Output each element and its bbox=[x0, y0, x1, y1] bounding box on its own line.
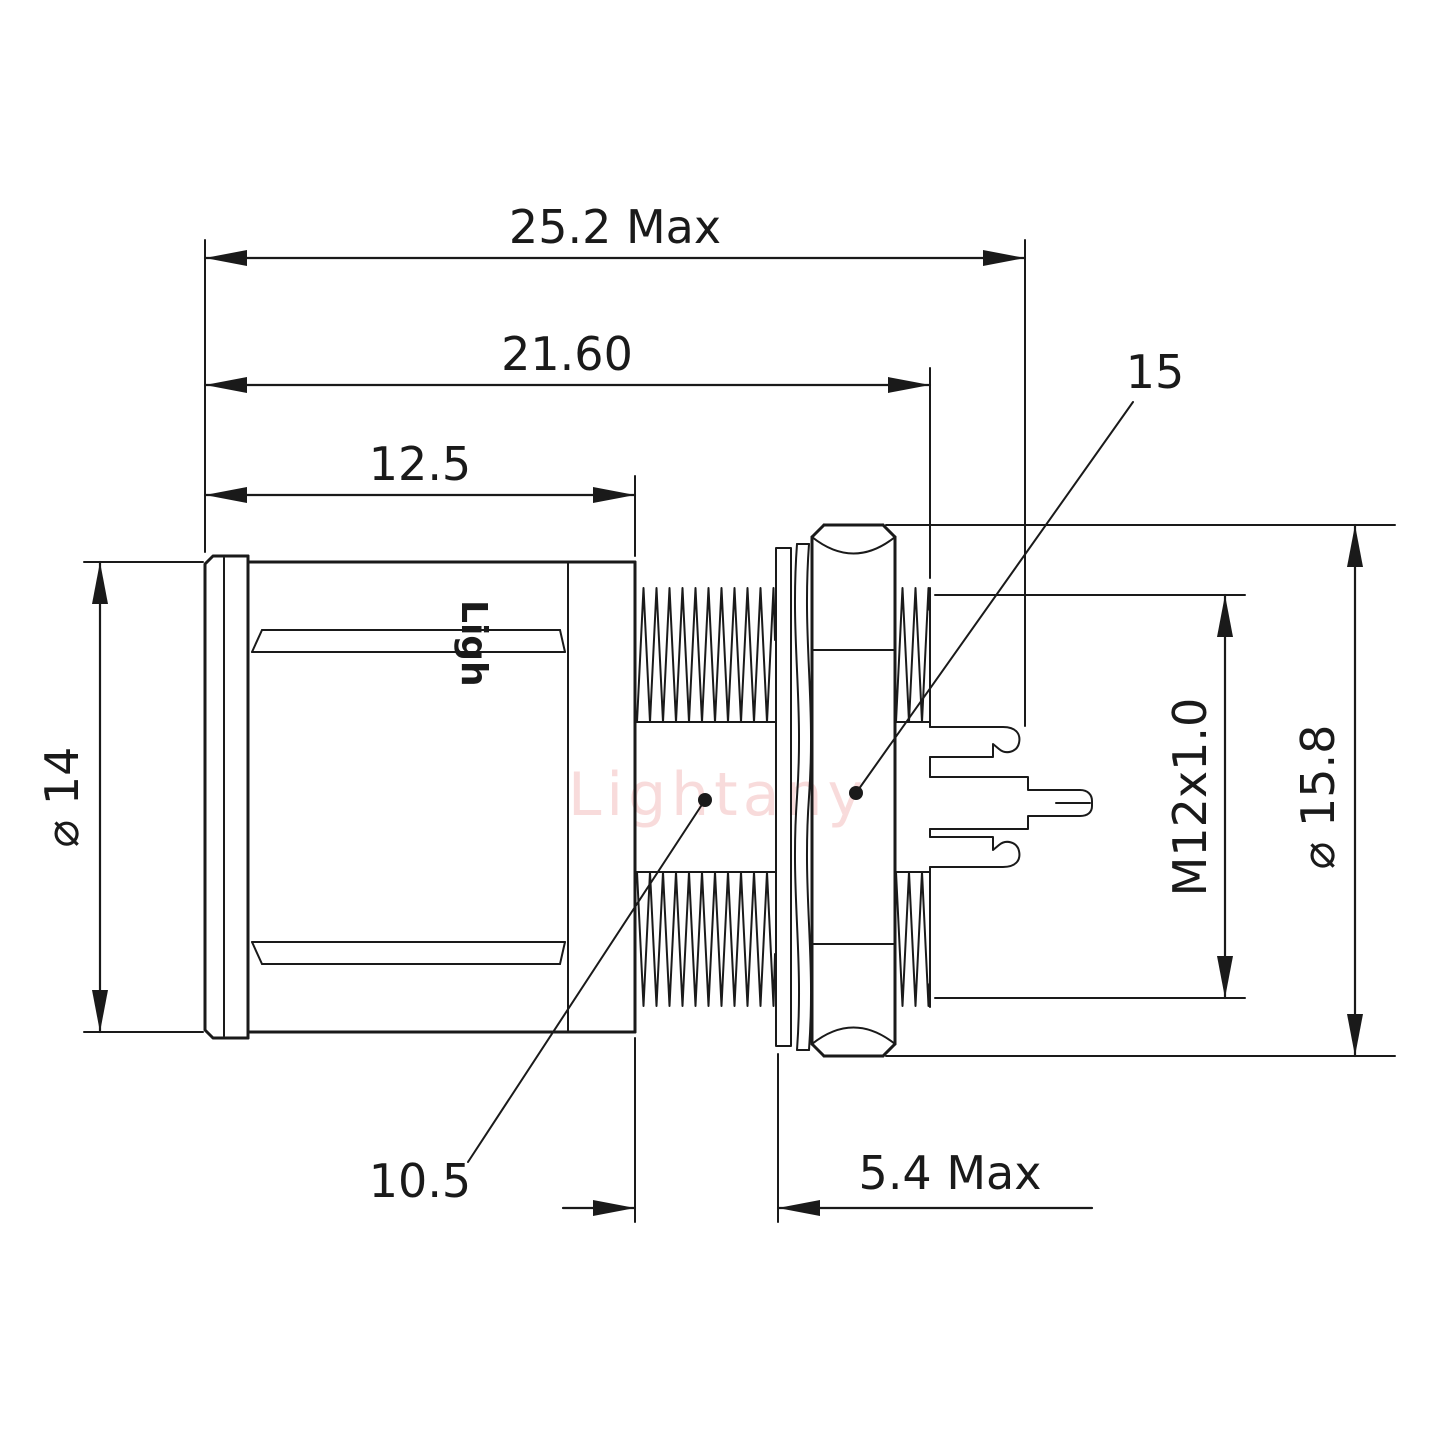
front-flange bbox=[203, 554, 250, 1040]
thread-zigzag-top-right bbox=[895, 587, 931, 723]
dim-overall-length: 25.2 Max bbox=[203, 200, 1027, 727]
dim-front-diameter-label: ⌀ 14 bbox=[35, 747, 89, 848]
dim-front-length: 12.5 bbox=[203, 437, 637, 557]
arrowhead-right bbox=[593, 487, 635, 503]
callout-hex-flats-label: 15 bbox=[1126, 345, 1185, 399]
dim-thread-spec-label: M12x1.0 bbox=[1163, 698, 1217, 897]
ext-lines bbox=[885, 524, 1396, 1057]
thread-zigzag-bottom-left bbox=[636, 871, 776, 1007]
pin-middle bbox=[929, 776, 1093, 830]
arrowhead-top bbox=[92, 562, 108, 604]
flange-face-outline bbox=[203, 554, 250, 1040]
flat-washer bbox=[775, 547, 792, 1047]
arrowhead-top bbox=[1217, 595, 1233, 637]
body-groove-bottom-chamfer-l bbox=[251, 941, 263, 965]
arrowhead-right bbox=[778, 1200, 820, 1216]
dim-overall-length-label: 25.2 Max bbox=[509, 200, 721, 254]
arrowhead-left bbox=[205, 250, 247, 266]
thread-zigzag-bottom-right bbox=[895, 871, 931, 1007]
leader-line bbox=[467, 799, 706, 1163]
solder-pins bbox=[929, 587, 1093, 1008]
dim-rear-diameter-label: ⌀ 15.8 bbox=[1291, 725, 1345, 870]
arrowhead-right bbox=[983, 250, 1025, 266]
dim-body-length-label: 21.60 bbox=[501, 327, 633, 381]
arrowhead-left bbox=[205, 377, 247, 393]
hex-chamfer-arc-top bbox=[811, 536, 896, 555]
ext-lines bbox=[83, 561, 204, 1033]
dim-front-length-label: 12.5 bbox=[369, 437, 471, 491]
mount-thread-left bbox=[636, 587, 776, 1007]
dim-rear-diameter: ⌀ 15.8 bbox=[885, 523, 1396, 1058]
plug-body: Ligh bbox=[246, 560, 637, 1034]
arrowhead-top bbox=[1347, 525, 1363, 567]
body-groove-bottom-chamfer-r bbox=[559, 941, 566, 965]
callout-shank-length-label: 10.5 bbox=[369, 1154, 471, 1208]
callout-hex-flats: 15 bbox=[849, 345, 1184, 800]
leader-dot bbox=[849, 786, 863, 800]
part-marking-text: Ligh bbox=[453, 600, 494, 687]
arrowhead-bottom bbox=[1347, 1014, 1363, 1056]
pin-bottom bbox=[929, 836, 1021, 868]
arrowhead-bottom bbox=[92, 990, 108, 1032]
mount-thread-right bbox=[895, 587, 931, 1007]
leader-dot bbox=[698, 793, 712, 807]
dim-body-length: 21.60 bbox=[203, 327, 932, 579]
wave-washer-left-edge bbox=[794, 543, 800, 1051]
body-groove-top-chamfer-r bbox=[559, 629, 566, 653]
dim-front-diameter: ⌀ 14 bbox=[35, 560, 204, 1034]
hex-nut bbox=[810, 523, 897, 1058]
body-groove-top-chamfer-l bbox=[251, 629, 263, 653]
pin-top bbox=[929, 726, 1021, 758]
callout-shank-length: 10.5 bbox=[369, 793, 712, 1208]
thread-zigzag-top-left bbox=[636, 587, 776, 723]
arrowhead-bottom bbox=[1217, 956, 1233, 998]
watermark-text: Lightany bbox=[568, 760, 868, 830]
dim-thread-spec: M12x1.0 bbox=[934, 593, 1246, 1000]
dim-panel-max-label: 5.4 Max bbox=[859, 1146, 1042, 1200]
ext-lines bbox=[934, 594, 1246, 999]
hex-chamfer-arc-bottom bbox=[811, 1026, 896, 1045]
arrowhead-left bbox=[593, 1200, 635, 1216]
wave-washer-caps bbox=[796, 543, 810, 1051]
connector-part: Ligh bbox=[203, 523, 1093, 1058]
arrowhead-left bbox=[205, 487, 247, 503]
arrowhead-right bbox=[888, 377, 930, 393]
leader-line bbox=[855, 401, 1134, 794]
hex-corner-chamfers bbox=[810, 523, 897, 1058]
dim-panel-max: 5.4 Max bbox=[561, 1037, 1094, 1223]
